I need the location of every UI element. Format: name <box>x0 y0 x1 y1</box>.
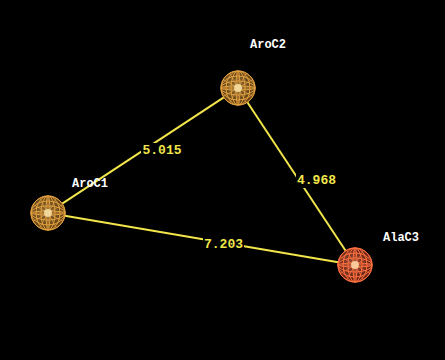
atom-node: AroC1 <box>29 194 67 232</box>
atom-sphere <box>219 69 257 107</box>
distance-line <box>62 97 224 203</box>
atom-sphere <box>336 246 374 284</box>
atom-node: AroC2 <box>219 69 257 107</box>
atom-sphere <box>29 194 67 232</box>
atom-label: AlaC3 <box>383 231 419 245</box>
distance-label: 5.015 <box>141 143 182 158</box>
atom-label: AroC1 <box>72 177 108 191</box>
atom-node: AlaC3 <box>336 246 374 284</box>
distance-label: 7.203 <box>203 237 244 252</box>
distance-label: 4.968 <box>296 173 337 188</box>
distance-line <box>247 102 345 251</box>
atom-label: AroC2 <box>250 38 286 52</box>
distance-line <box>65 216 338 262</box>
